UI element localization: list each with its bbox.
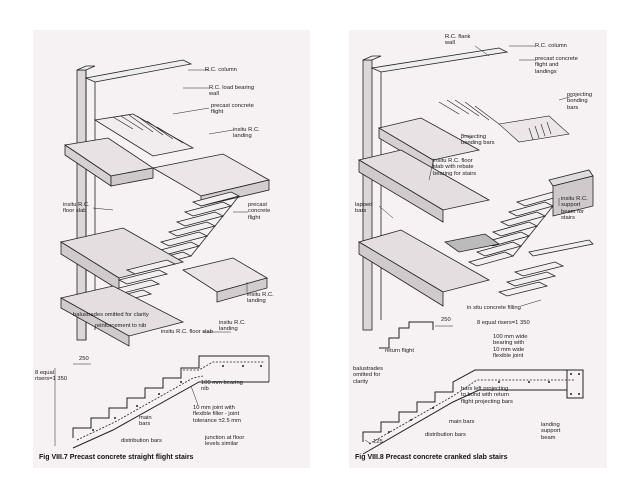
- label-precast-flight-top: precast concrete flight: [211, 103, 254, 116]
- label-insitu-landing-detail: insitu R.C. landing: [219, 320, 246, 333]
- label-risers-right: 8 equal risers=1 350: [477, 320, 530, 326]
- label-joint: 10 mm joint with flexible filler - joint…: [193, 405, 241, 424]
- label-dim-250-right: 250: [441, 317, 451, 323]
- label-rc-column-right: R.C. column: [535, 43, 567, 49]
- label-lapped-bars: lapped bars: [355, 202, 373, 215]
- label-return-flight: return flight: [385, 348, 414, 354]
- cranked-section-detail: [362, 321, 584, 455]
- support-beam: [548, 169, 594, 217]
- top-precast-landing: [377, 117, 481, 171]
- cranked-flight: [467, 191, 563, 267]
- label-insitu-floor-slab-low: insitu R.C. floor slab: [161, 329, 213, 335]
- label-precast-flight-mid: precast concrete flight: [248, 202, 271, 221]
- label-projecting-bonding-bars-mid: projecting bonding bars: [461, 134, 495, 147]
- label-rc-flank-wall: R.C. flank wall: [445, 34, 471, 47]
- label-distribution-bars: distribution bars: [121, 438, 162, 444]
- straight-flight-stairs-drawing: [54, 59, 271, 449]
- label-rc-wall: R.C. load bearing wall: [209, 85, 255, 98]
- upper-landing: [63, 137, 155, 187]
- label-projecting-bonding-bars-top: projecting bonding bars: [567, 92, 593, 111]
- figure-viii-7-page: R.C. column R.C. load bearing wall preca…: [33, 30, 310, 468]
- lower-landing: [181, 257, 269, 303]
- label-balustrades: balustrades omitted for clarity: [73, 312, 149, 318]
- label-balustrades-right: balustrades omitted for clarity: [353, 366, 383, 385]
- caption-fig-viii-7: Fig VIII.7 Precast concrete straight fli…: [39, 454, 194, 461]
- label-reinforcement-nib: reinforcement to nib: [95, 323, 147, 329]
- label-insitu-filling: in situ concrete filling: [467, 305, 521, 311]
- caption-fig-viii-8: Fig VIII.8 Precast concrete cranked slab…: [355, 454, 508, 461]
- label-bearing-right: 100 mm wide bearing with 10 mm wide flex…: [493, 334, 528, 360]
- label-rc-column: R.C. column: [205, 67, 237, 73]
- rc-wall: [84, 59, 193, 330]
- lower-floor-slab-right: [357, 229, 500, 307]
- label-bars-left: bars left projecting to bond with return…: [461, 386, 513, 405]
- lower-floor-slab: [59, 285, 185, 347]
- insitu-floor-slab-right: [357, 149, 491, 223]
- label-support-beam: insitu R.C. support beam for stairs: [561, 196, 588, 222]
- bonding-bars-top: [528, 121, 552, 141]
- label-dim-250: 250: [79, 356, 89, 362]
- label-insitu-landing-top: insitu R.C. landing: [233, 127, 260, 140]
- straight-flight-section-detail: [54, 355, 270, 449]
- lower-flight-right: [497, 239, 594, 297]
- rc-column-right: [362, 55, 382, 331]
- label-insitu-floor-slab-right: insitu R.C. floor slab with rebate beari…: [433, 158, 477, 177]
- label-distribution-bars-right: distribution bars: [425, 432, 466, 438]
- label-insitu-landing-low: insitu R.C. landing: [247, 292, 274, 305]
- leader-lines-right: [378, 45, 574, 307]
- upper-precast-flight: [93, 113, 195, 157]
- label-precast-flight-landings: precast concrete flight and landings: [535, 56, 578, 75]
- label-dim-125: 125: [373, 439, 383, 445]
- leader-lines: [92, 69, 248, 333]
- label-main-bars-right: main bars: [449, 419, 475, 425]
- rc-flank-wall: [370, 47, 509, 320]
- top-flight: [438, 99, 570, 143]
- label-insitu-floor-slab: insitu R.C. floor slab: [63, 202, 90, 215]
- label-main-bars: main bars: [139, 415, 152, 428]
- label-risers: 8 equal risers=1 350: [35, 370, 68, 383]
- label-junction: junction at floor levels similar: [205, 435, 245, 448]
- label-bearing-nib: 100 mm bearing nib: [201, 380, 243, 393]
- label-landing-beam: landing support beam: [541, 422, 561, 441]
- figure-viii-8-page: R.C. flank wall R.C. column precast conc…: [349, 30, 607, 468]
- cranked-slab-stairs-drawing: [357, 45, 594, 455]
